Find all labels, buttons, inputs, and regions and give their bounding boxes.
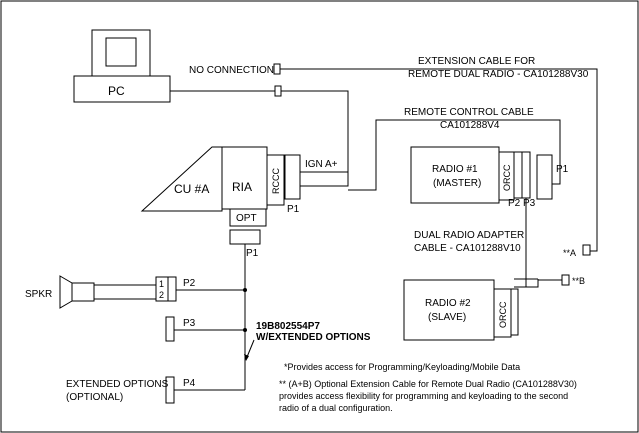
opt-p1-connector: [229, 229, 261, 245]
p2-junction: [243, 288, 247, 292]
remote-control-label-2: CA101288V4: [440, 120, 500, 131]
connector-b-label: **B: [572, 276, 585, 286]
ria-p1-label: P1: [287, 204, 300, 215]
extended-options-label-2: (OPTIONAL): [66, 392, 123, 403]
extension-cable-label-1: EXTENSION CABLE FOR: [418, 56, 535, 67]
ria-label: RIA: [232, 180, 252, 194]
no-connection-label: NO CONNECTION: [189, 65, 274, 76]
harness-description: W/EXTENDED OPTIONS: [256, 332, 371, 343]
radio-1-master: RADIO #1 (MASTER) ORCC P1 P2 P3: [410, 146, 569, 209]
radio-2-box: [403, 279, 495, 341]
cu-label: CU #A: [174, 182, 209, 196]
harness-pointer-arrow: [244, 354, 249, 361]
p3-connector: [165, 316, 175, 342]
pc-base: [73, 75, 171, 103]
pc-computer: PC: [73, 29, 171, 103]
speaker-pin-1: 1: [159, 279, 164, 289]
p2-label: P2: [183, 278, 196, 289]
radio-1-orcc-label: ORCC: [502, 164, 512, 191]
ign-label: IGN A+: [305, 159, 338, 170]
radio-2-slave: RADIO #2 (SLAVE) ORCC: [403, 279, 519, 341]
opt-p1-label: P1: [246, 248, 259, 259]
cu-body: [140, 146, 223, 212]
remote-control-cable: [348, 119, 561, 191]
connector-b-line: [514, 279, 539, 288]
radio-2-orcc-label: ORCC: [498, 301, 508, 328]
note-extension-2: provides access flexibility for programm…: [279, 391, 568, 401]
p2-connector: [167, 276, 177, 302]
radio-1-p2p3-label: P2 P3: [508, 198, 536, 209]
note-programming: *Provides access for Programming/Keyload…: [284, 362, 520, 372]
remote-control-label-1: REMOTE CONTROL CABLE: [404, 107, 534, 118]
radio-1-label-2: (MASTER): [433, 178, 481, 189]
control-unit-a: CU #A: [140, 146, 223, 212]
extension-cable-a-line: [280, 68, 598, 252]
radio-2-label-1: RADIO #2: [425, 298, 471, 309]
radio-1-p3-connector: [521, 151, 531, 199]
radio-2-label-2: (SLAVE): [428, 312, 466, 323]
radio-1-label-1: RADIO #1: [432, 164, 478, 175]
connector-a: [582, 244, 591, 256]
radio-1-p2-connector: [513, 151, 523, 199]
note-extension-1: ** (A+B) Optional Extension Cable for Re…: [279, 379, 577, 389]
note-extension-3: radio of a dual configuration.: [279, 403, 393, 413]
ria-box: [221, 146, 268, 210]
p3-junction: [243, 328, 247, 332]
connector-a-label: **A: [563, 248, 576, 258]
dual-adapter-label-1: DUAL RADIO ADAPTER: [414, 230, 524, 241]
speaker-horn: [59, 275, 73, 309]
extended-options-label-1: EXTENDED OPTIONS: [66, 379, 169, 390]
speaker-body: [71, 282, 95, 302]
radio-1-p1-label: P1: [556, 164, 569, 175]
p3-label: P3: [183, 318, 196, 329]
speaker: SPKR 1 2: [25, 275, 177, 309]
extension-cable-label-2: REMOTE DUAL RADIO - CA101288V30: [408, 69, 589, 80]
harness-pointer: [246, 339, 255, 358]
harness-part-number: 19B802554P7: [256, 321, 320, 332]
pc-screen: [105, 37, 137, 67]
pc-label: PC: [108, 84, 125, 98]
pc-cable-connector: [274, 85, 282, 97]
radio-1-p1-connector: [536, 154, 553, 200]
radio-2-connector: [510, 288, 519, 336]
connector-b: [561, 274, 570, 286]
ria-p1-connector: [284, 154, 301, 200]
no-connection-connector: [273, 63, 281, 75]
rccc-box: [266, 154, 285, 206]
opt-box: [229, 208, 267, 227]
dual-adapter-label-2: CABLE - CA101288V10: [414, 243, 521, 254]
p4-label: P4: [183, 378, 196, 389]
opt-label: OPT: [236, 213, 257, 224]
radio-1-box: [410, 146, 500, 204]
speaker-pin-2: 2: [159, 290, 164, 300]
pc-cable-to-ria: [281, 90, 349, 187]
speaker-label: SPKR: [25, 289, 52, 300]
rccc-label: RCCC: [271, 168, 281, 194]
